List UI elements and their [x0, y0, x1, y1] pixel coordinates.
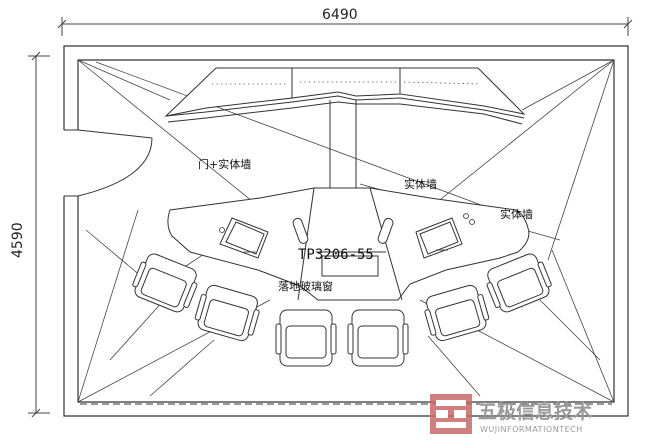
door-wall-label: 门+实体墙 [198, 157, 251, 171]
chair-5 [424, 284, 490, 342]
laptop-left [219, 217, 269, 259]
chair-1 [132, 253, 198, 313]
chair-6 [486, 253, 552, 313]
laptop-center [321, 255, 379, 277]
table-ports [219, 213, 475, 253]
chair-3 [275, 309, 337, 367]
height-dimension-label: 4590 [10, 222, 26, 258]
microphone-right [377, 217, 394, 244]
conference-table [167, 187, 530, 301]
microphone-left [292, 217, 309, 244]
solid-wall-label-right: 实体墙 [500, 207, 533, 221]
watermark-name: 五极信息技术 [478, 400, 592, 423]
solid-wall-label-upper: 实体墙 [404, 177, 437, 191]
watermark-subtitle: WUJINFORMATIONTECH [480, 425, 583, 434]
height-dimension [28, 51, 50, 418]
video-wall-bezels [212, 81, 481, 85]
width-dimension [57, 17, 633, 36]
chair-4 [347, 309, 409, 367]
video-wall [164, 67, 526, 125]
video-wall-stand [329, 100, 357, 188]
glass-wall-label: 落地玻璃窗 [278, 279, 333, 293]
watermark-logo [430, 394, 472, 434]
door [64, 129, 153, 197]
room-walls [63, 45, 629, 417]
chair-2 [194, 284, 260, 342]
width-dimension-label: 6490 [322, 7, 358, 23]
laptop-right [415, 217, 463, 259]
table-model-label: TP3206-55 [298, 247, 374, 263]
